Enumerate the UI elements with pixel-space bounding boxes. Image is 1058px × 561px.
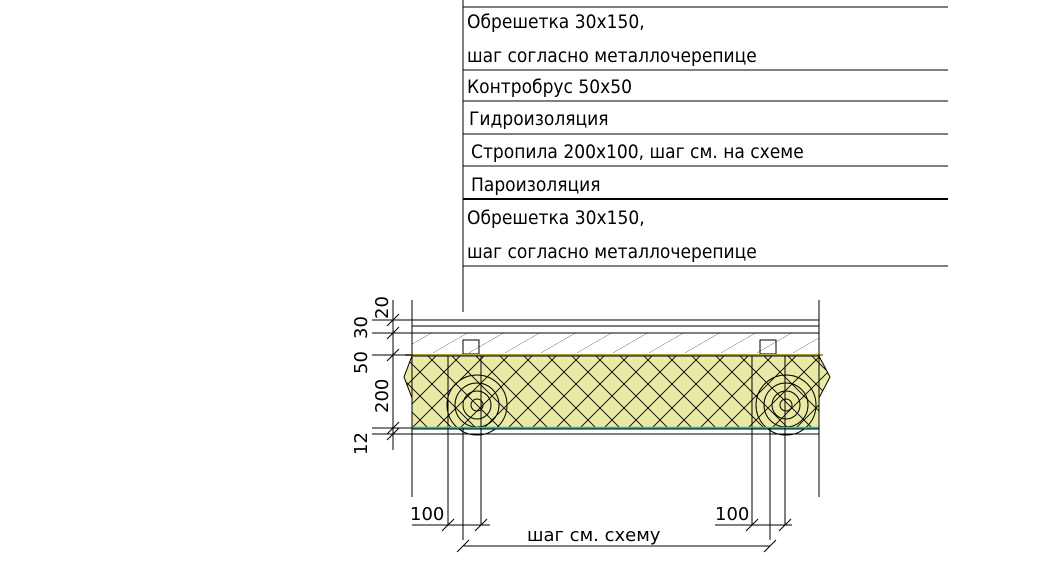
callout-line: шаг согласно металлочерепице [467, 241, 757, 263]
dim-vertical: 20 [372, 296, 393, 319]
roof-section [403, 300, 831, 540]
bottom-dimensions: 100 100 шаг см. схему [410, 504, 792, 553]
rafter-right [751, 355, 817, 436]
dim-vertical: 30 [351, 316, 372, 339]
callout-line: Стропила 200х100, шаг см. на схеме [471, 141, 804, 163]
dim-vertical: 200 [372, 379, 393, 413]
dim-rafter-left: 100 [410, 504, 444, 525]
counter-batten-layer [412, 333, 819, 353]
dim-spacing: шаг см. схему [527, 525, 661, 546]
dim-vertical: 50 [351, 351, 372, 374]
callout-line: Обрешетка 30х150, [467, 207, 645, 229]
vertical-dimensions: 20 30 50 200 12 [351, 296, 412, 455]
dim-rafter-right: 100 [715, 504, 749, 525]
callout-line: шаг согласно металлочерепице [467, 45, 757, 67]
callout-line: Пароизоляция [471, 174, 601, 196]
callout-line: Гидроизоляция [469, 108, 609, 130]
bottom-lining [411, 428, 820, 435]
callout-line: Контробрус 50х50 [467, 76, 632, 98]
dim-vertical: 12 [351, 432, 372, 455]
layer-callout: Обрешетка 30х150, шаг согласно металлоче… [462, 0, 948, 312]
callout-line: Обрешетка 30х150, [467, 11, 645, 33]
